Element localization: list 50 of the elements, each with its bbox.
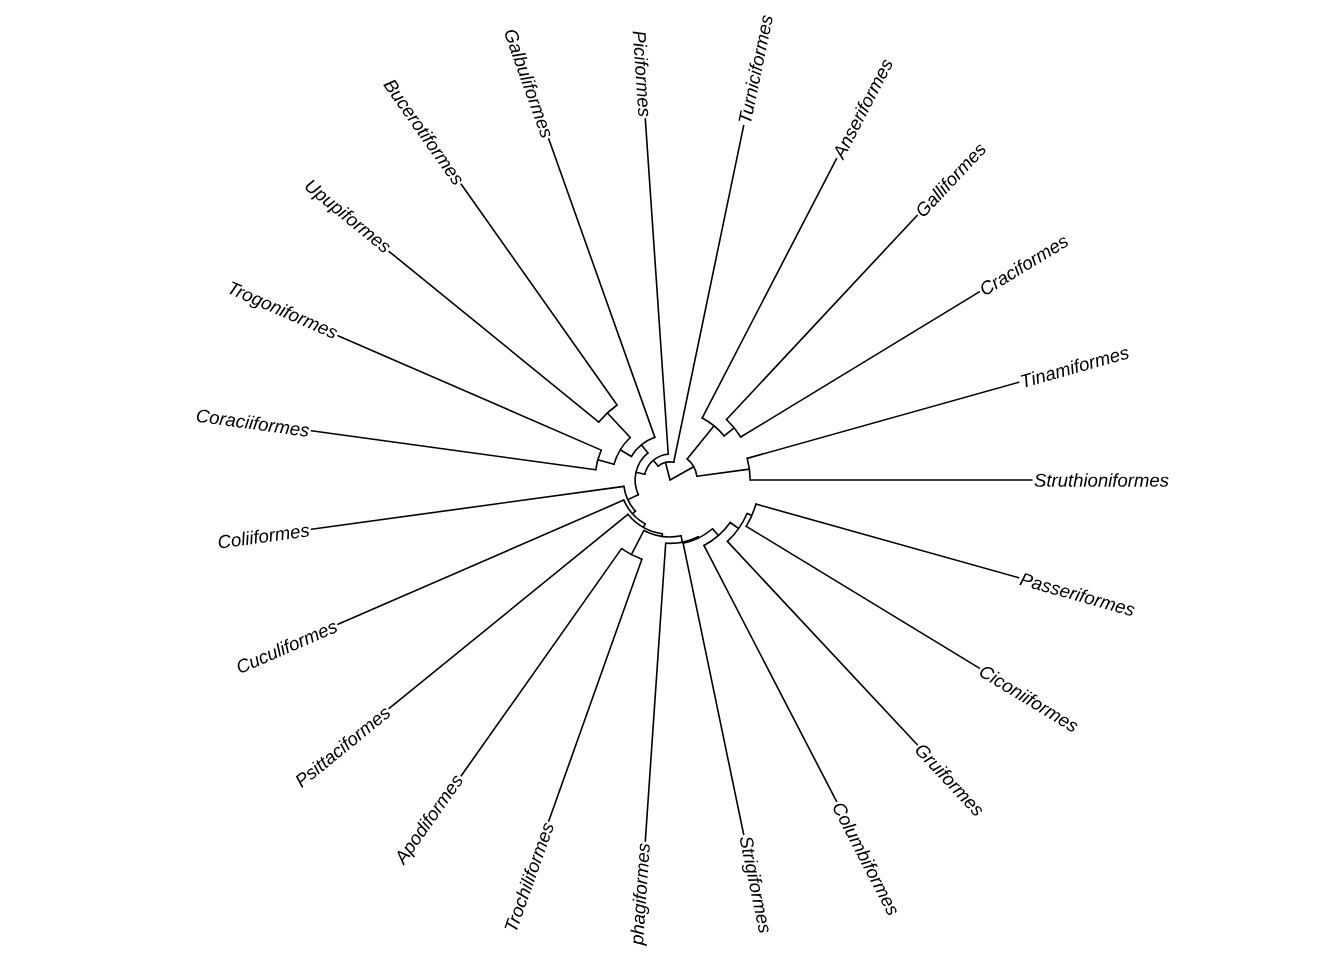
tree-branch (682, 527, 714, 545)
tree-branch (686, 417, 725, 460)
tree-branch (337, 334, 603, 451)
tree-branch (613, 436, 633, 466)
tree-branch (723, 418, 742, 438)
tree-branch (739, 291, 981, 438)
tree-branch (725, 214, 918, 421)
tree-branch (745, 503, 757, 528)
tree-branch (623, 485, 640, 512)
tree-branch (644, 542, 667, 842)
taxon-label: Piciformes (632, 31, 649, 117)
tree-branch (749, 479, 1033, 481)
tree-branch (627, 513, 664, 535)
tree-branch (644, 453, 670, 475)
tree-branch (594, 449, 615, 471)
tree-branch (622, 499, 646, 525)
tree-branch (682, 542, 745, 836)
taxon-label: Coliiformes (218, 526, 309, 549)
tree-branch (337, 499, 625, 626)
tree-branch (548, 138, 656, 439)
tree-branch (644, 118, 670, 455)
tree-branch (726, 540, 918, 746)
tree-branch (460, 547, 623, 777)
tree-branch (664, 535, 699, 545)
tree-branch (745, 525, 981, 669)
taxon-label: Coraciiformes (196, 409, 310, 437)
tree-branch (460, 183, 618, 406)
tree-branch (598, 404, 632, 439)
tree-branch (672, 124, 745, 464)
tree-branch (755, 503, 1020, 579)
tree-branch (669, 458, 698, 481)
tree-branch (310, 429, 597, 471)
tree-branch (630, 436, 656, 458)
tree-branch (726, 512, 748, 543)
taxon-label: Struthioniformes (1034, 473, 1169, 487)
tree-branch (696, 457, 751, 481)
tree-branch (388, 513, 629, 710)
taxon-label: Strigiformes (740, 837, 769, 933)
taxon-label: phagiformes (630, 843, 650, 946)
tree-branch (620, 529, 645, 560)
tree-branch (388, 250, 600, 423)
tree-branch (703, 521, 731, 547)
tree-branch (657, 461, 675, 481)
tree-branch (310, 485, 625, 531)
tree-branch (634, 452, 649, 496)
tree-branch (548, 558, 643, 822)
tree-branch (703, 544, 838, 803)
tree-branch (643, 529, 682, 538)
tree-branch (701, 157, 838, 419)
tree-branch (746, 381, 1020, 460)
